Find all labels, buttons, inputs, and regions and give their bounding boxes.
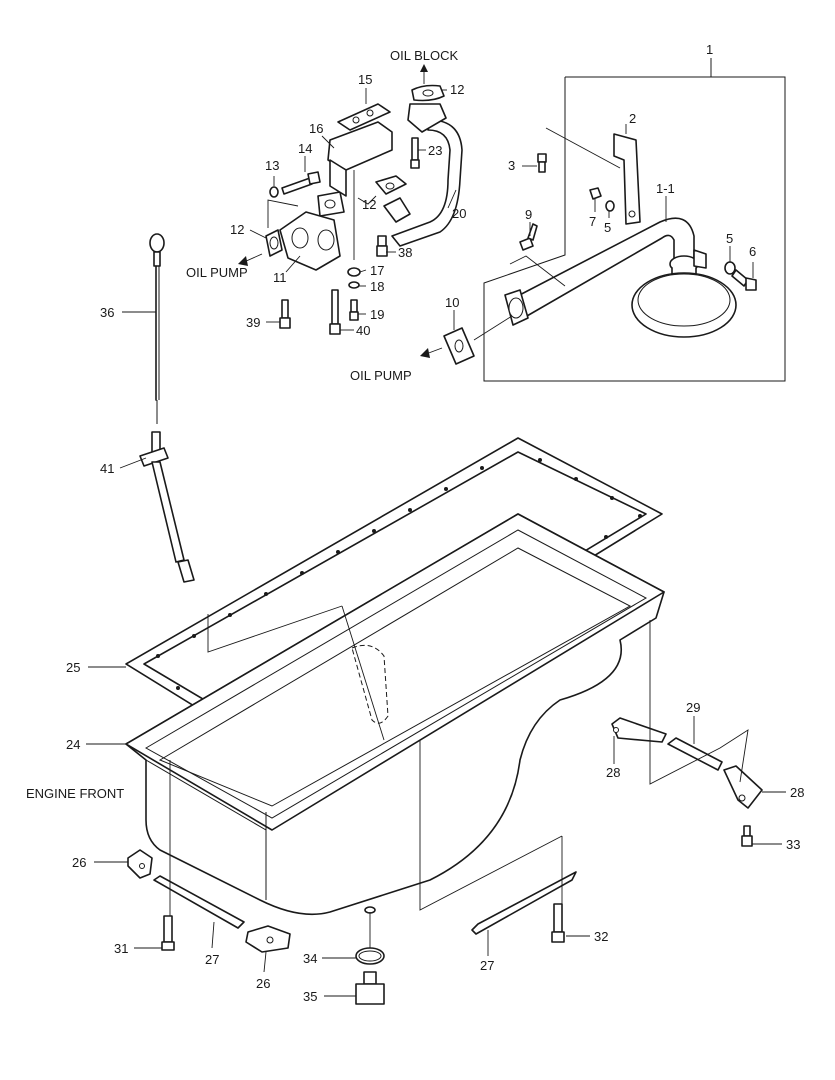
callout-33: 33 [786, 837, 800, 852]
callout-25: 25 [66, 660, 80, 675]
callout-27a: 27 [205, 952, 219, 967]
callout-9: 9 [525, 207, 532, 222]
callout-7: 7 [589, 214, 596, 229]
callout-19: 19 [370, 307, 384, 322]
callout-23: 23 [428, 143, 442, 158]
callout-27b: 27 [480, 958, 494, 973]
callout-1: 1 [706, 42, 713, 57]
callout-18: 18 [370, 279, 384, 294]
oil-pump-adaptor [265, 121, 393, 271]
callout-3: 3 [508, 158, 515, 173]
callout-20: 20 [452, 206, 466, 221]
callout-24: 24 [66, 737, 80, 752]
callout-numbers: 1 2 3 1-1 7 5 9 5 6 10 12 15 16 14 13 23… [66, 42, 804, 1004]
callout-28a: 28 [606, 765, 620, 780]
callout-1-1: 1-1 [656, 181, 675, 196]
callout-29: 29 [686, 700, 700, 715]
callout-32: 32 [594, 929, 608, 944]
callout-38: 38 [398, 245, 412, 260]
lower-stiffeners [127, 849, 577, 953]
strainer-bracket [613, 133, 641, 225]
dipstick [149, 233, 165, 424]
pump-fasteners [269, 137, 420, 335]
gasket-10 [443, 327, 475, 365]
callout-39: 39 [246, 315, 260, 330]
callout-15: 15 [358, 72, 372, 87]
leader-lines [86, 58, 786, 997]
oil-pan [125, 513, 665, 916]
gasket-12 [317, 84, 445, 217]
callout-40: 40 [356, 323, 370, 338]
side-brackets [611, 717, 763, 847]
callout-28b: 28 [790, 785, 804, 800]
dipstick-guide [139, 431, 195, 583]
oil-strainer [504, 217, 737, 338]
callout-12b: 12 [362, 197, 376, 212]
callout-2: 2 [629, 111, 636, 126]
callout-5a: 5 [604, 220, 611, 235]
callout-31: 31 [114, 941, 128, 956]
oil-pipe [383, 103, 463, 247]
direction-arrows [238, 64, 443, 358]
callout-11: 11 [273, 270, 287, 285]
callout-26b: 26 [256, 976, 270, 991]
label-oil-pump-right: OIL PUMP [350, 368, 412, 383]
callout-5b: 5 [726, 231, 733, 246]
drain-plug [355, 947, 385, 1005]
callout-36: 36 [100, 305, 114, 320]
text-labels: OIL BLOCK OIL PUMP OIL PUMP ENGINE FRONT [26, 48, 458, 801]
callout-17: 17 [370, 263, 384, 278]
label-engine-front: ENGINE FRONT [26, 786, 124, 801]
label-oil-pump-left: OIL PUMP [186, 265, 248, 280]
plate-15 [337, 103, 391, 131]
callout-10: 10 [445, 295, 459, 310]
label-oil-block: OIL BLOCK [390, 48, 458, 63]
callout-26a: 26 [72, 855, 86, 870]
callout-35: 35 [303, 989, 317, 1004]
callout-13: 13 [265, 158, 279, 173]
callout-34: 34 [303, 951, 317, 966]
callout-12a: 12 [450, 82, 464, 97]
callout-14: 14 [298, 141, 312, 156]
callout-6: 6 [749, 244, 756, 259]
callout-16: 16 [309, 121, 323, 136]
callout-12c: 12 [230, 222, 244, 237]
callout-41: 41 [100, 461, 114, 476]
